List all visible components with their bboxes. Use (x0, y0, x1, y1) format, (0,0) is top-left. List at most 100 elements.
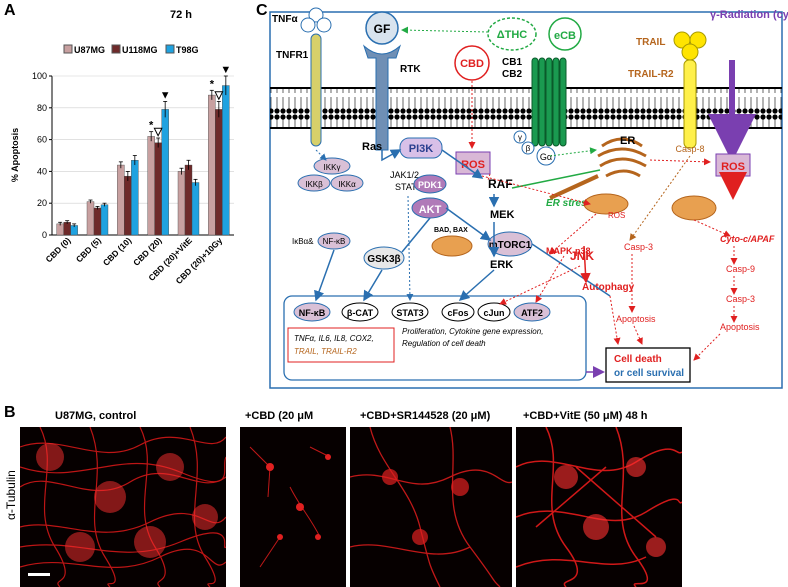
y-tick-label: 40 (37, 166, 47, 176)
legend-label-u87mg: U87MG (74, 45, 105, 55)
legend-label-u118mg: U118MG (122, 45, 158, 55)
significance-marker: * (149, 120, 154, 132)
label-er-stress: ER stress (546, 198, 593, 209)
panel-a-letter: A (4, 2, 16, 19)
trail-r2-receptor (683, 59, 697, 149)
label-cb1: CB1 (502, 57, 522, 68)
bars (56, 75, 230, 236)
er-organelle (597, 137, 647, 178)
label-tnfr1: TNFR1 (276, 50, 309, 61)
label-stat3: STAT3 (396, 308, 423, 318)
label-genes-b: TRAIL, TRAIL-R2 (294, 347, 357, 356)
mito-right (671, 195, 717, 221)
cbd-node (454, 45, 490, 81)
mito-center (431, 235, 473, 257)
bar-u87mg (147, 136, 155, 236)
label-akt: AKT (419, 204, 442, 216)
x-tick-label: CBD (10) (101, 235, 134, 268)
time-label: 72 h (170, 9, 193, 21)
ikkg-node (313, 157, 351, 175)
rtk-receptor (362, 44, 402, 151)
x-axis-labels: CBD (0)CBD (5)CBD (10)CBD (20)CBD (20)+V… (43, 235, 224, 286)
y-tick-label: 60 (37, 135, 47, 145)
annotations: *▽▼*▽▼ (149, 64, 231, 138)
label-gamma-radiation: γ-Radiation (cytoplasmic effects) (710, 9, 788, 21)
x-tick-label: CBD (5) (74, 235, 103, 264)
label-survival: or cell survival (614, 368, 684, 379)
pi3k-node (399, 137, 443, 159)
label-apoptosis-b: Apoptosis (720, 322, 760, 332)
bar-t98g (161, 109, 169, 236)
bar-t98g (100, 204, 109, 236)
bar-u87mg (117, 164, 125, 236)
bar-u118mg (93, 207, 102, 236)
label-jak: JAK1/2 (390, 170, 419, 180)
significance-marker: ▼ (220, 64, 231, 76)
bar-u118mg (124, 175, 132, 236)
legend-swatch-t98g (165, 44, 175, 54)
label-pdk1: PDK1 (418, 180, 442, 190)
label-death: Cell death (614, 354, 662, 365)
label-genes-a: TNFα, IL6, IL8, COX2, (294, 334, 374, 343)
image-label-control: U87MG, control (55, 410, 137, 422)
label-mapk: MAPK p38 (546, 246, 591, 256)
bar-u118mg (154, 142, 162, 236)
label-ecb: eCB (554, 30, 576, 42)
apoptosis-bar-chart: U87MG U118MG T98G % Apoptosis 0204060801… (10, 44, 234, 286)
micrograph-cbd (240, 427, 346, 587)
label-mtorc1: mTORC1 (489, 240, 532, 251)
bar-u87mg (86, 201, 95, 236)
label-prolif-a: Proliferation, Cytokine gene expression, (402, 327, 543, 336)
micrograph-cbd-sr (350, 427, 512, 587)
label-cbd: CBD (460, 58, 484, 70)
label-ikkb: IKKβ (305, 180, 323, 189)
gf-ligand (365, 11, 399, 45)
label-cb2: CB2 (502, 69, 522, 80)
bar-t98g (222, 85, 230, 236)
label-jnk: JNK (570, 249, 594, 263)
image-label-cbd: +CBD (20 μM (245, 410, 314, 422)
panel-b-letter: B (4, 404, 16, 421)
significance-marker: ▼ (160, 89, 171, 101)
ikkb-node (297, 174, 331, 192)
label-er: ER (620, 135, 635, 147)
label-dthc: ΔTHC (497, 29, 528, 41)
label-cjun: cJun (483, 308, 504, 318)
pdk1-node (413, 174, 447, 194)
micrograph-control (20, 427, 226, 587)
ikka-node (330, 174, 364, 192)
label-ikka: IKKα (338, 180, 356, 189)
bar-u87mg (177, 171, 186, 236)
scale-bar (28, 573, 50, 576)
label-beta: β (526, 144, 531, 153)
label-stat3-mid: STAT3 (395, 182, 422, 192)
nfkb-small-node (317, 232, 351, 250)
y-tick-label: 100 (32, 71, 47, 81)
significance-marker: ▽ (214, 89, 224, 101)
chart-legend: U87MG U118MG T98G (63, 44, 199, 55)
y-tick-label: 80 (37, 103, 47, 113)
label-atf2: ATF2 (521, 308, 543, 318)
gsk3b-node (363, 246, 405, 270)
label-ros-right: ROS (721, 161, 745, 173)
alpha-tubulin-label: α-Tubulin (4, 470, 18, 520)
y-axis-title: % Apoptosis (10, 128, 20, 182)
label-gf: GF (374, 22, 391, 36)
tnfr1-receptor (310, 33, 322, 147)
label-erk: ERK (490, 259, 513, 271)
label-galpha: Gα (540, 152, 552, 162)
bar-t98g (131, 160, 139, 236)
label-apoptosis-a: Apoptosis (616, 314, 656, 324)
bar-t98g (191, 182, 200, 236)
label-tnfa: TNFα (272, 14, 298, 25)
label-trail-r2: TRAIL-R2 (628, 69, 674, 80)
label-nfkb: NF-κB (299, 308, 326, 318)
y-tick-label: 20 (37, 198, 47, 208)
bar-u87mg (56, 223, 64, 236)
tnfa-trimer (300, 7, 332, 33)
transcription-factors (293, 302, 551, 322)
label-casp9: Casp-9 (726, 264, 755, 274)
bar-u118mg (63, 222, 71, 236)
nucleus-box (283, 295, 587, 381)
